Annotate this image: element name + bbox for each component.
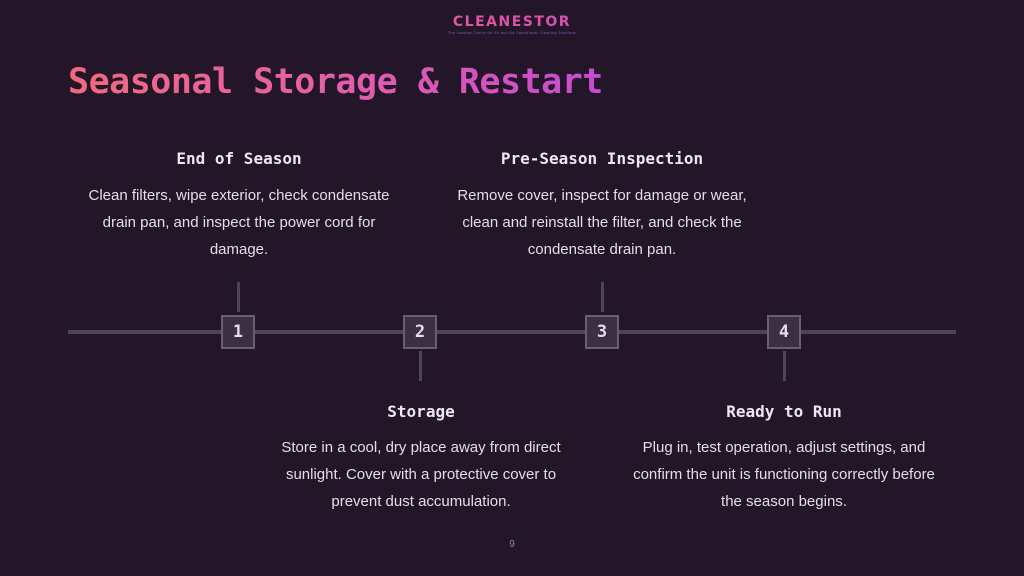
step-1-marker: 1 [221, 315, 255, 349]
slide-title: Seasonal Storage & Restart [68, 62, 603, 102]
step-3-title: Pre-Season Inspection [500, 149, 704, 168]
step-2-connector [419, 351, 422, 381]
step-3-description: Remove cover, inspect for damage or wear… [457, 187, 747, 258]
brand-logo: CLEANESTOR The Leading Choice for Air an… [0, 14, 1024, 35]
step-4-connector [783, 351, 786, 381]
logo-wordmark: CLEANESTOR [0, 14, 1024, 30]
timeline-line [68, 330, 956, 334]
step-1-connector [237, 282, 240, 312]
step-3-marker: 3 [585, 315, 619, 349]
step-2-marker: 2 [403, 315, 437, 349]
step-4-description: Plug in, test operation, adjust settings… [633, 439, 935, 510]
step-3-connector [601, 282, 604, 312]
logo-tagline: The Leading Choice for Air and Air Condi… [448, 31, 576, 35]
step-2-description: Store in a cool, dry place away from dir… [281, 439, 561, 510]
step-1-description: Clean filters, wipe exterior, check cond… [88, 187, 390, 258]
step-2-title: Storage [387, 402, 455, 421]
step-4-title: Ready to Run [726, 402, 842, 421]
step-4-marker: 4 [767, 315, 801, 349]
step-1-title: End of Season [176, 149, 302, 168]
page-number: 9 [509, 539, 515, 550]
